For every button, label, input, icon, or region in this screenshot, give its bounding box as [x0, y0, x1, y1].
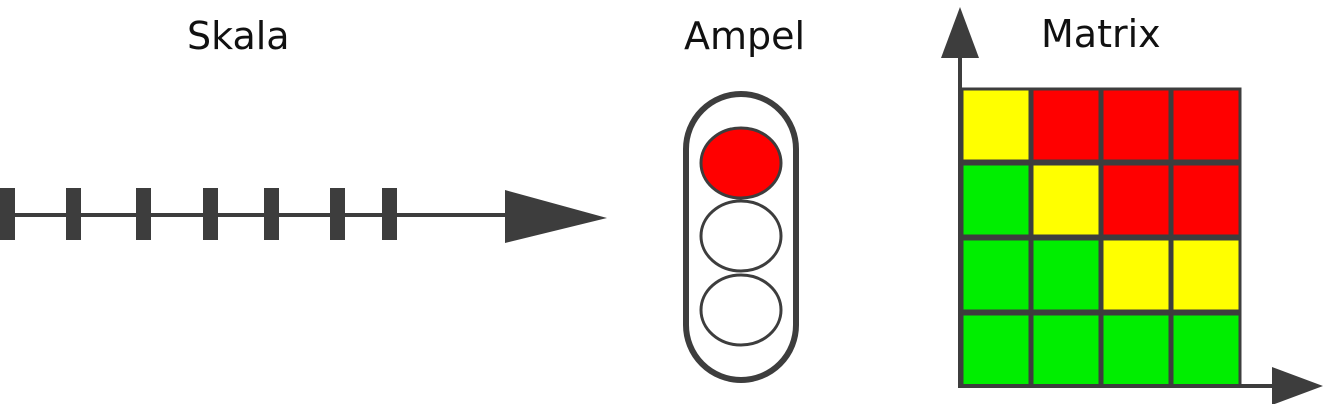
scale-arrowhead: [505, 190, 607, 243]
matrix-cell: [1170, 87, 1242, 163]
traffic-light: [683, 91, 799, 383]
scale-tick: [264, 188, 279, 240]
matrix-cell: [1100, 312, 1172, 388]
traffic-light-bottom-lamp: [699, 273, 783, 347]
traffic-light-top-lamp: [699, 126, 783, 200]
matrix-x-arrowhead: [1272, 367, 1323, 404]
matrix-cell: [960, 237, 1032, 313]
scale-title: Skala: [187, 14, 290, 58]
scale-tick: [66, 188, 81, 240]
traffic-light-title: Ampel: [684, 14, 806, 58]
scale-tick: [136, 188, 151, 240]
matrix-cell: [1030, 162, 1102, 238]
matrix-cell: [960, 312, 1032, 388]
risk-matrix: [941, 7, 1323, 404]
matrix-cell: [1100, 237, 1172, 313]
scale-tick: [0, 188, 15, 240]
matrix-cell: [1170, 162, 1242, 238]
matrix-cell: [1030, 237, 1102, 313]
matrix-y-arrowhead: [941, 7, 979, 58]
scale-tick: [203, 188, 218, 240]
scale-tick: [330, 188, 345, 240]
matrix-title: Matrix: [1041, 12, 1161, 56]
matrix-cell: [1030, 87, 1102, 163]
scale-tick: [382, 188, 397, 240]
matrix-cell: [960, 87, 1032, 163]
matrix-cell: [960, 162, 1032, 238]
matrix-cell: [1170, 237, 1242, 313]
scale-axis: [0, 188, 607, 243]
matrix-cell: [1030, 312, 1102, 388]
matrix-cell: [1100, 162, 1172, 238]
traffic-light-middle-lamp: [699, 199, 783, 273]
matrix-cell: [1170, 312, 1242, 388]
matrix-cell: [1100, 87, 1172, 163]
